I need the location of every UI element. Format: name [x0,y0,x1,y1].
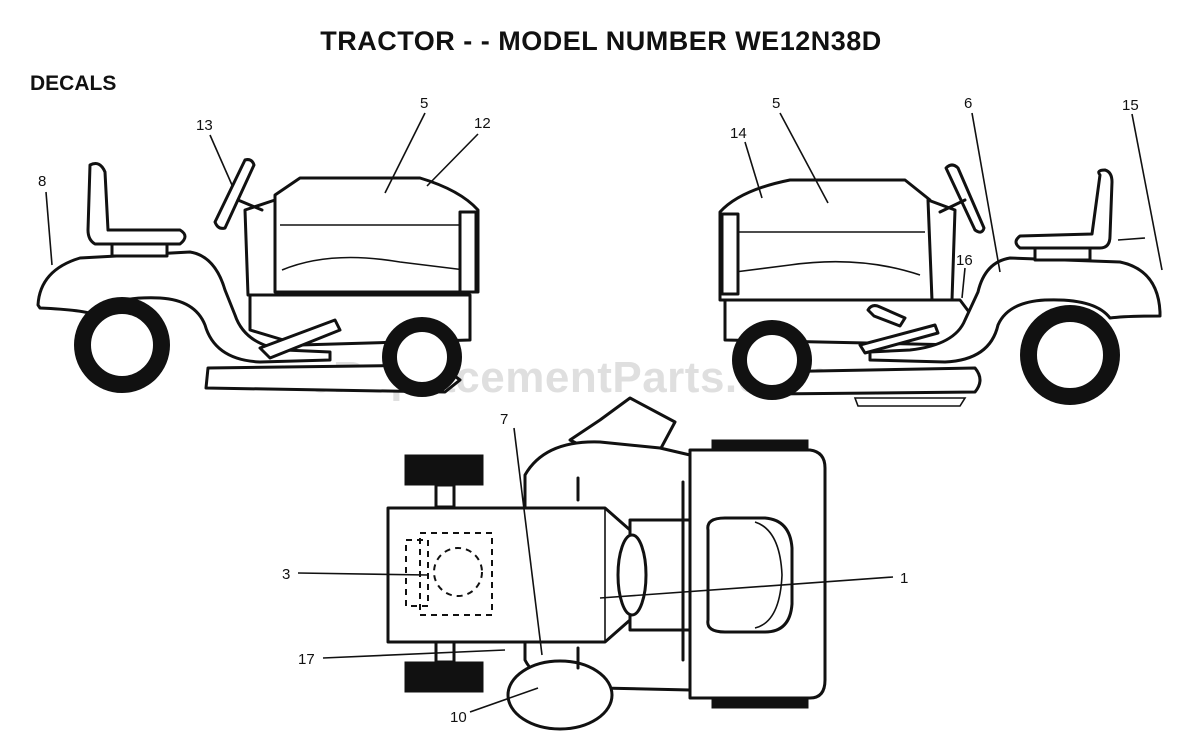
left-dash-column [243,198,284,297]
left-steering-shaft [236,198,264,212]
tractor-left-side-view: 8 13 5 12 [36,95,491,397]
callout-8: 8 [38,173,46,190]
leader-8 [45,191,53,266]
leader-17 [322,649,506,659]
leader-13 [209,134,233,186]
left-grille [458,210,478,294]
left-seat-base [110,242,169,258]
leader-14 [744,141,763,199]
callout-10: 10 [450,709,467,726]
leader-6 [971,112,1001,273]
left-hood-side-line [281,256,466,271]
right-seat-base [1033,246,1092,262]
left-front-hub [395,330,449,384]
section-heading: DECALS [30,72,117,95]
left-seat [86,162,187,246]
right-steering-shaft [938,198,967,214]
top-front-tire-right [404,661,484,693]
callout-14: 14 [730,125,747,142]
right-dash-column [926,198,957,302]
callout-13: 13 [196,117,213,134]
top-steering-ring [616,533,648,617]
right-decal-mark [1117,237,1146,241]
leader-16 [961,267,966,299]
right-mower-deck [758,366,982,396]
leader-12 [426,133,479,187]
leader-7 [513,427,543,656]
leader-1 [599,576,894,599]
left-foot-pedal [258,318,342,360]
right-deck-blade-guard [853,397,967,407]
top-front-tire-left [404,454,484,486]
top-seat-back [754,521,783,629]
callout-1: 1 [900,570,908,587]
callout-17: 17 [298,651,315,668]
callout-7: 7 [500,411,508,428]
tractor-top-view: 7 3 1 17 10 [282,396,908,731]
callout-5-left: 5 [420,95,428,112]
top-dashed-side [405,539,429,607]
tractor-right-side-view: 14 5 6 15 16 [718,95,1163,407]
leader-10 [469,687,539,713]
callout-6: 6 [964,95,972,112]
top-dashed-panel [419,532,493,616]
callout-12: 12 [474,115,491,132]
callout-5-right: 5 [772,95,780,112]
right-seat [1014,168,1114,250]
left-steering-wheel [213,158,256,230]
diagram-title: TRACTOR - - MODEL NUMBER WE12N38D [320,26,882,56]
top-mower-deck-round [506,659,614,731]
right-grille [720,212,740,296]
top-dashed-circle [433,547,483,597]
callout-16: 16 [956,252,973,269]
left-hood [273,176,480,294]
top-front-axle-upper [434,483,456,509]
leader-3 [297,572,429,576]
leader-5-left [384,112,426,194]
callout-15: 15 [1122,97,1139,114]
leader-15 [1131,113,1163,271]
right-rear-fender [868,256,1162,364]
right-foot-pedal [858,323,940,355]
right-front-hub [745,333,799,387]
leader-5-right [779,112,829,204]
top-seat [706,516,794,634]
left-rear-hub [89,312,155,378]
right-lift-lever [866,304,907,328]
right-rear-hub [1035,320,1105,390]
callout-3: 3 [282,566,290,583]
right-hood-side-line [734,260,921,276]
